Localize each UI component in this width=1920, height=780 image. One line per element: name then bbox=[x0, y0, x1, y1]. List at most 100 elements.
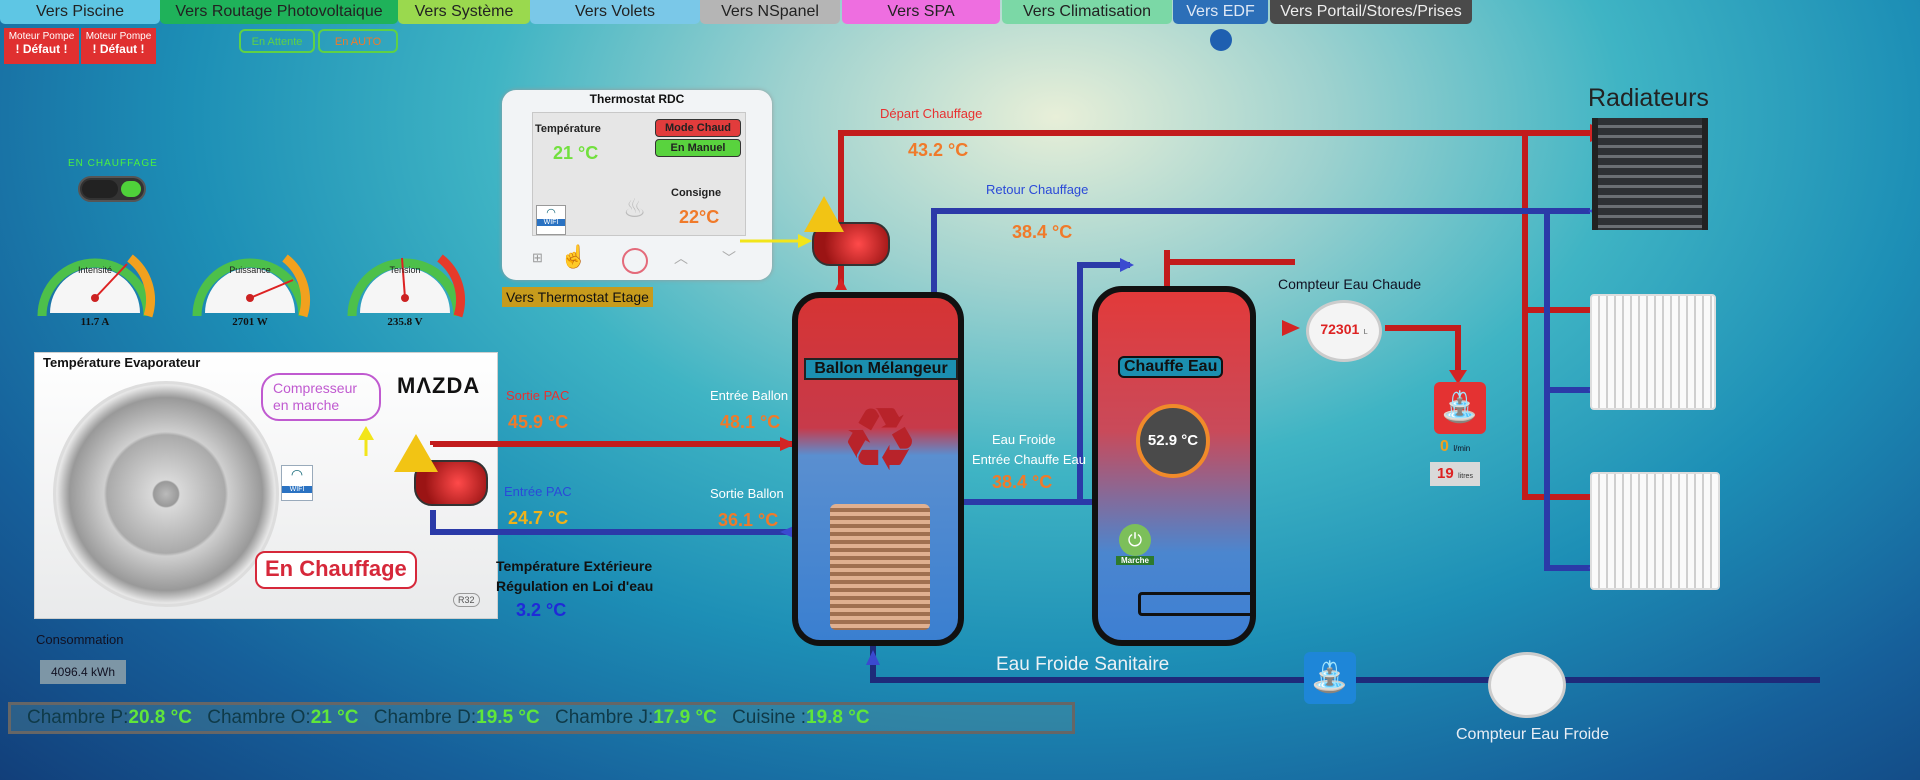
entree-chauffe-eau-label: Entrée Chauffe Eau bbox=[972, 452, 1086, 467]
compteur-eau-froide bbox=[1488, 652, 1566, 718]
entree-pac-label: Entrée PAC bbox=[504, 484, 572, 499]
eau-froide-sanitaire-label: Eau Froide Sanitaire bbox=[996, 654, 1170, 675]
room-temp: 17.9 °C bbox=[653, 707, 717, 728]
nav-spa[interactable]: Vers SPA bbox=[842, 0, 1000, 24]
cold-tap-icon[interactable]: ⛲ bbox=[1304, 652, 1356, 704]
thermostat-etage-link[interactable]: Vers Thermostat Etage bbox=[502, 287, 653, 307]
sortie-ballon-temp: 36.1 °C bbox=[718, 510, 779, 530]
depart-chauffage-label: Départ Chauffage bbox=[880, 106, 983, 121]
room-name: Cuisine : bbox=[732, 707, 806, 728]
compteur-eau-chaude-value: 72301 bbox=[1320, 321, 1360, 337]
entree-chauffe-eau-temp: 38.4 °C bbox=[992, 472, 1053, 492]
eau-froide-label: Eau Froide bbox=[992, 432, 1056, 447]
en-manuel-badge[interactable]: En Manuel bbox=[655, 139, 741, 157]
pump-alarm-1: Moteur Pompe! Défaut ! bbox=[4, 28, 79, 64]
chauffage-toggle[interactable] bbox=[78, 176, 146, 202]
wifi-icon: ◠ bbox=[290, 466, 304, 482]
marche-button[interactable]: ⏻ Marche bbox=[1116, 524, 1154, 570]
power-circle-icon[interactable] bbox=[622, 248, 648, 274]
depart-chauffage-temp: 43.2 °C bbox=[908, 140, 969, 160]
radiator-2 bbox=[1590, 472, 1720, 590]
grid-icon[interactable]: ⊞ bbox=[532, 250, 543, 265]
heater-element bbox=[1138, 592, 1256, 616]
sortie-ballon-label: Sortie Ballon bbox=[710, 486, 784, 501]
hot-tap-icon[interactable]: ⛲ bbox=[1434, 382, 1486, 434]
consigne-value: 22°C bbox=[679, 207, 720, 227]
heat-pump-unit: Température Evaporateur Compresseur en m… bbox=[34, 352, 498, 619]
thermostat-screen: Température 21 °C Mode Chaud En Manuel C… bbox=[532, 112, 746, 236]
chauffage-state-label: EN CHAUFFAGE bbox=[68, 158, 158, 169]
entree-pac-temp: 24.7 °C bbox=[508, 508, 569, 528]
consommation-value: 4096.4 kWh bbox=[40, 660, 126, 684]
r32-label: R32 bbox=[453, 593, 480, 607]
towel-radiator bbox=[1592, 118, 1708, 230]
nav-edf[interactable]: Vers EDF bbox=[1173, 0, 1268, 24]
nav-nspanel[interactable]: Vers NSpanel bbox=[700, 0, 840, 24]
thermostat-rdc[interactable]: Thermostat RDC Température 21 °C Mode Ch… bbox=[502, 90, 772, 280]
gauge-intensite: Intensité 11.7 A bbox=[37, 254, 155, 328]
retour-chauffage-temp: 38.4 °C bbox=[1012, 222, 1073, 242]
flame-icon: ♨ bbox=[623, 193, 647, 223]
compteur-eau-chaude: 72301 L bbox=[1306, 300, 1382, 362]
nav-piscine[interactable]: Vers Piscine bbox=[0, 0, 160, 24]
retour-chauffage-label: Retour Chauffage bbox=[986, 182, 1089, 197]
room-temp: 19.8 °C bbox=[806, 707, 870, 728]
nav-systeme[interactable]: Vers Système bbox=[398, 0, 530, 24]
chauffe-eau-temp-ring: 52.9 °C bbox=[1136, 404, 1210, 478]
chevron-up-icon[interactable]: ︿ bbox=[674, 250, 688, 266]
nav-climatisation[interactable]: Vers Climatisation bbox=[1002, 0, 1172, 24]
chauffe-eau-temp: 52.9 °C bbox=[1147, 432, 1199, 449]
pump-alarm-2: Moteur Pompe! Défaut ! bbox=[81, 28, 156, 64]
mode-auto-badge[interactable]: En AUTO bbox=[318, 29, 398, 53]
recycle-icon: ♻ bbox=[840, 390, 920, 489]
room-temp: 19.5 °C bbox=[476, 707, 540, 728]
gauge-label: Intensité bbox=[78, 265, 112, 275]
heating-coil bbox=[830, 504, 930, 630]
chauffe-eau-label: Chauffe Eau bbox=[1118, 356, 1224, 378]
gauge-needle bbox=[94, 263, 128, 299]
nav-portail[interactable]: Vers Portail/Stores/Prises bbox=[1270, 0, 1472, 24]
ballon-label: Ballon Mélangeur bbox=[804, 358, 958, 380]
temp-exterieure-label: Température Extérieure bbox=[496, 558, 653, 574]
nav-volets[interactable]: Vers Volets bbox=[530, 0, 700, 24]
thermostat-title: Thermostat RDC bbox=[589, 92, 685, 106]
chevron-down-icon[interactable]: ﹀ bbox=[722, 250, 736, 266]
sortie-pac-label: Sortie PAC bbox=[506, 388, 570, 403]
thermostat-wifi-badge: ◠ WIFI bbox=[536, 205, 566, 235]
hand-pointer-icon: ☝ bbox=[560, 244, 588, 269]
warning-pac-icon bbox=[394, 434, 438, 472]
gauge-value: 11.7 A bbox=[81, 316, 110, 328]
gauge-tension: Tension 235.8 V bbox=[347, 254, 465, 328]
mode-chaud-badge[interactable]: Mode Chaud bbox=[655, 119, 741, 137]
room-name: Chambre J: bbox=[555, 707, 654, 728]
gauge-needle bbox=[401, 257, 406, 299]
room-temp: 21 °C bbox=[310, 707, 359, 728]
toggle-on-indicator bbox=[121, 181, 141, 197]
compressor-status: Compresseur en marche bbox=[261, 373, 381, 421]
mode-attente-badge[interactable]: En Attente bbox=[239, 29, 315, 53]
gauge-label: Puissance bbox=[229, 265, 271, 275]
entree-ballon-label: Entrée Ballon bbox=[710, 388, 789, 403]
gauge-label: Tension bbox=[389, 265, 420, 275]
consommation-label: Consommation bbox=[36, 632, 124, 647]
sortie-pac-temp: 45.9 °C bbox=[508, 412, 569, 432]
consigne-label: Consigne bbox=[671, 187, 722, 199]
tap-litres: 19 litres bbox=[1430, 462, 1480, 486]
heating-status-label: En Chauffage bbox=[255, 551, 417, 589]
radiator-1 bbox=[1590, 294, 1716, 410]
nav-photovoltaique[interactable]: Vers Routage Photovoltaique bbox=[160, 0, 398, 24]
regulation-label: Régulation en Loi d'eau bbox=[496, 578, 654, 594]
compteur-eau-froide-label: Compteur Eau Froide bbox=[1456, 726, 1609, 743]
ballon-melangeur: Ballon Mélangeur ♻ bbox=[792, 292, 964, 646]
radiateurs-title: Radiateurs bbox=[1588, 84, 1709, 112]
room-name: Chambre D: bbox=[373, 707, 477, 728]
room-name: Chambre P: bbox=[27, 707, 129, 728]
toggle-knob bbox=[82, 180, 118, 198]
chauffe-eau: Chauffe Eau 52.9 °C ⏻ Marche bbox=[1092, 286, 1256, 646]
evaporator-temp-title: Température Evaporateur bbox=[43, 355, 201, 370]
gauge-value: 2701 W bbox=[232, 316, 268, 328]
thermostat-temp-label: Température bbox=[535, 123, 601, 135]
fan-grille bbox=[53, 381, 279, 607]
room-name: Chambre O: bbox=[207, 707, 311, 728]
room-temperatures-bar: Chambre P:20.8 °C Chambre O:21 °C Chambr… bbox=[8, 702, 1075, 734]
